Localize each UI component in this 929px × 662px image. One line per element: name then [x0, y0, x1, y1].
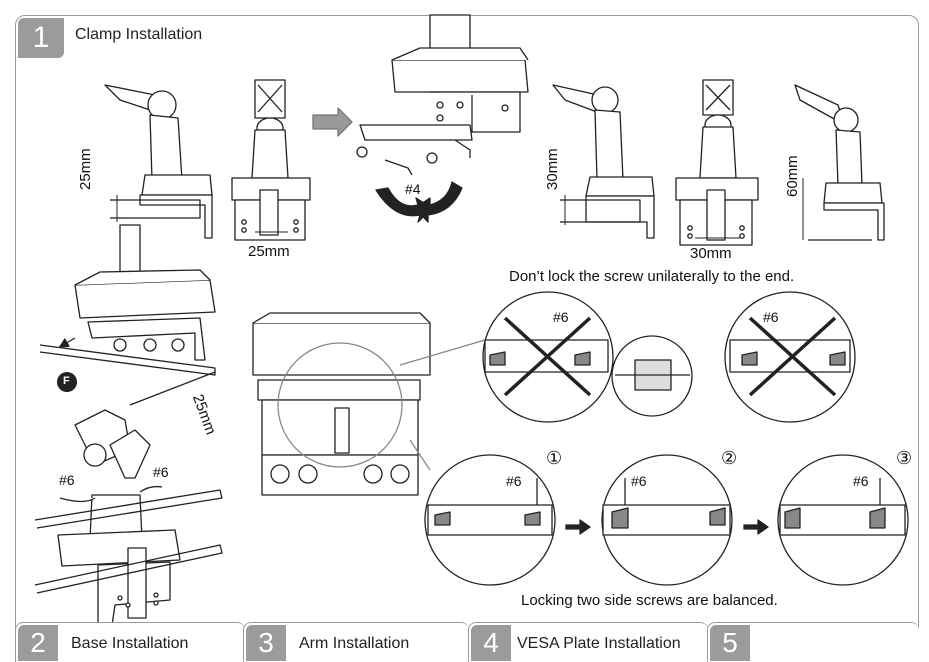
section-tab-bar: 2 Base Installation 3 Arm Installation 4…	[15, 622, 919, 662]
detail-circle-step2	[601, 454, 733, 586]
label-step-circle-3: ③	[896, 448, 913, 468]
detail-circle-threads	[611, 335, 693, 417]
clamp-side-view-25mm	[104, 84, 213, 239]
direction-arrow	[312, 107, 353, 137]
detail-circle-wrong-right	[724, 291, 856, 423]
tab-label: VESA Plate Installation	[517, 635, 681, 652]
step-arrow-2-to-3	[743, 519, 769, 535]
section-title: Clamp Installation	[75, 26, 203, 43]
tab-arm-installation[interactable]: 3 Arm Installation	[243, 622, 469, 662]
detail-circle-wrong-left	[482, 291, 614, 423]
label-25mm-horizontal: 25mm	[248, 243, 290, 260]
label-wrench-6-base-left: #6	[59, 472, 75, 488]
label-f: F	[63, 375, 70, 387]
label-wrench-6-detail-right: #6	[763, 309, 779, 325]
tab-number: 2	[18, 625, 58, 661]
balanced-caption: Locking two side screws are balanced.	[521, 592, 778, 609]
tab-vesa-plate-installation[interactable]: 4 VESA Plate Installation	[468, 622, 708, 662]
label-step-circle-2: ②	[721, 448, 738, 468]
clamp-front-view-30mm	[675, 79, 759, 246]
label-wrench-6-step1: #6	[506, 473, 522, 489]
clamp-side-view-60mm	[794, 84, 885, 241]
label-wrench-6-step3: #6	[853, 473, 869, 489]
clamp-front-view-25mm	[231, 79, 311, 241]
clamp-locking-view	[34, 409, 223, 626]
tab-base-installation[interactable]: 2 Base Installation	[15, 622, 245, 662]
tab-number: 4	[471, 625, 511, 661]
label-wrench-4: #4	[405, 181, 421, 197]
tab-number: 3	[246, 625, 286, 661]
warning-caption: Don’t lock the screw unilaterally to the…	[509, 268, 795, 285]
label-60mm-vertical: 60mm	[784, 155, 801, 197]
detail-circle-step1	[424, 454, 556, 586]
marker-f-circle	[57, 372, 77, 392]
clamp-on-desk-view	[39, 224, 216, 406]
clamp-side-view-30mm	[552, 84, 655, 239]
step-arrow-1-to-2	[565, 519, 591, 535]
label-30mm-horizontal: 30mm	[690, 245, 732, 262]
tab-number: 5	[710, 625, 750, 661]
tab-step-5[interactable]: 5	[707, 622, 919, 662]
rotate-arrow-right	[414, 181, 463, 223]
detail-circle-step3	[777, 454, 909, 586]
clamp-center-detail-view	[252, 312, 486, 496]
label-wrench-6-detail-left: #6	[553, 309, 569, 325]
tab-label: Base Installation	[71, 635, 189, 652]
tab-label: Arm Installation	[299, 635, 410, 652]
clamp-exploded-view	[356, 14, 529, 176]
label-wrench-6-base-right: #6	[153, 464, 169, 480]
label-step-circle-1: ①	[546, 448, 563, 468]
step-number-badge: 1	[18, 18, 64, 58]
dimension-lines	[116, 178, 804, 240]
label-25mm-vertical: 25mm	[77, 148, 94, 190]
label-wrench-6-step2: #6	[631, 473, 647, 489]
label-30mm-vertical: 30mm	[544, 148, 561, 190]
